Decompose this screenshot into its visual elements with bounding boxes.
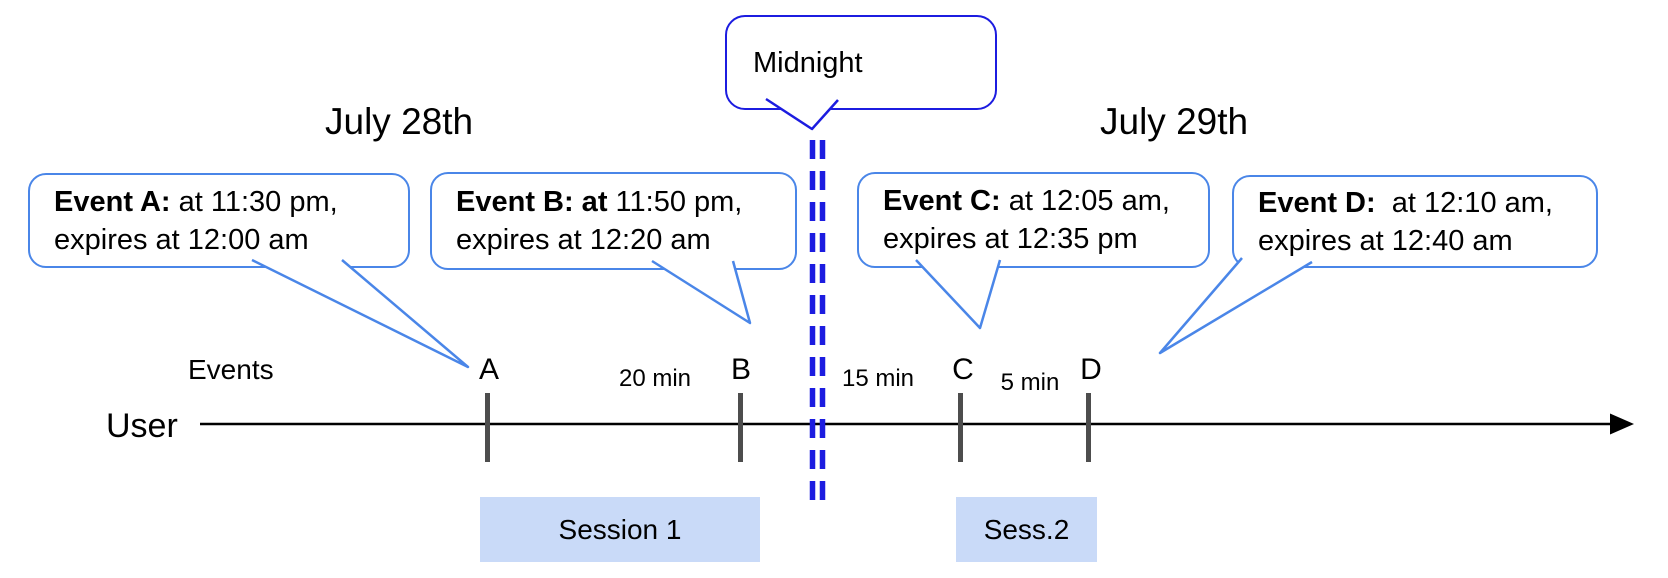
event-a-callout-tail <box>251 258 470 369</box>
session-2-box: Sess.2 <box>956 497 1097 562</box>
event-d-callout: Event D: at 12:10 am, expires at 12:40 a… <box>1232 175 1598 268</box>
tick-label-d: D <box>1080 353 1102 386</box>
event-a-title: Event A: <box>54 185 171 218</box>
event-d-line1: Event D: at 12:10 am, <box>1258 186 1553 219</box>
midnight-callout-label: Midnight <box>753 46 863 79</box>
event-d-line2: expires at 12:40 am <box>1258 224 1513 257</box>
tick-label-a: A <box>478 353 500 386</box>
interval-label-15min: 15 min <box>841 365 915 392</box>
user-label: User <box>106 407 178 445</box>
event-a-line2: expires at 12:00 am <box>54 223 309 256</box>
event-a-callout: Event A: at 11:30 pm, expires at 12:00 a… <box>28 173 410 268</box>
event-b-callout: Event B: at 11:50 pm, expires at 12:20 a… <box>430 172 797 270</box>
midnight-callout: Midnight <box>725 15 997 110</box>
event-d-title: Event D: <box>1258 186 1376 219</box>
interval-label-5min: 5 min <box>1000 369 1060 396</box>
event-c-callout-tail <box>915 259 1002 330</box>
date-right-label: July 29th <box>1100 101 1249 142</box>
session-1-label: Session 1 <box>558 513 682 545</box>
event-c-line2: expires at 12:35 pm <box>883 223 1138 255</box>
interval-label-20min: 20 min <box>618 365 692 392</box>
event-c-line1: Event C: at 12:05 am, <box>883 185 1170 217</box>
session-1-box: Session 1 <box>480 497 760 562</box>
event-a-line1: Event A: at 11:30 pm, <box>54 185 338 218</box>
arrowhead-icon <box>1610 413 1634 435</box>
event-c-title: Event C: <box>883 185 1001 217</box>
event-b-line2: expires at 12:20 am <box>456 224 711 256</box>
event-c-callout: Event C: at 12:05 am, expires at 12:35 p… <box>857 172 1210 268</box>
event-b-title: Event B: at <box>456 186 608 218</box>
session-2-label: Sess.2 <box>983 513 1070 545</box>
date-left-label: July 28th <box>325 101 474 142</box>
event-d-callout-tail <box>1158 257 1313 355</box>
events-label: Events <box>188 354 274 385</box>
event-b-line1: Event B: at 11:50 pm, <box>456 186 743 218</box>
tick-label-b: B <box>730 353 752 386</box>
tick-label-c: C <box>952 353 974 386</box>
event-b-callout-tail <box>651 259 752 325</box>
